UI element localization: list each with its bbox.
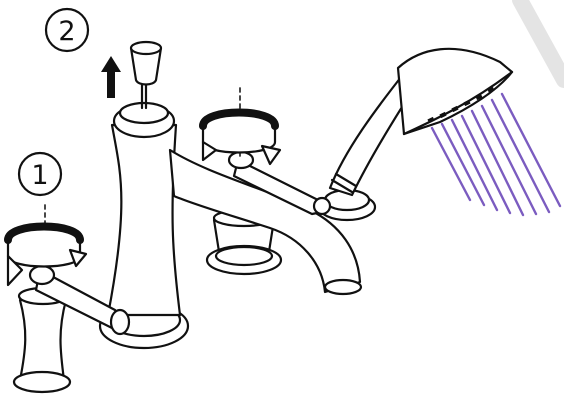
watermark-stripe <box>520 0 564 80</box>
up-arrow-icon <box>101 56 121 98</box>
step-1-number: 1 <box>31 160 48 191</box>
step-2-badge: 2 <box>46 9 88 51</box>
step-2-number: 2 <box>58 16 75 47</box>
step-1-badge: 1 <box>19 153 61 195</box>
rotation-arrow-icon-right <box>203 88 280 164</box>
diverter-knob <box>131 42 161 108</box>
